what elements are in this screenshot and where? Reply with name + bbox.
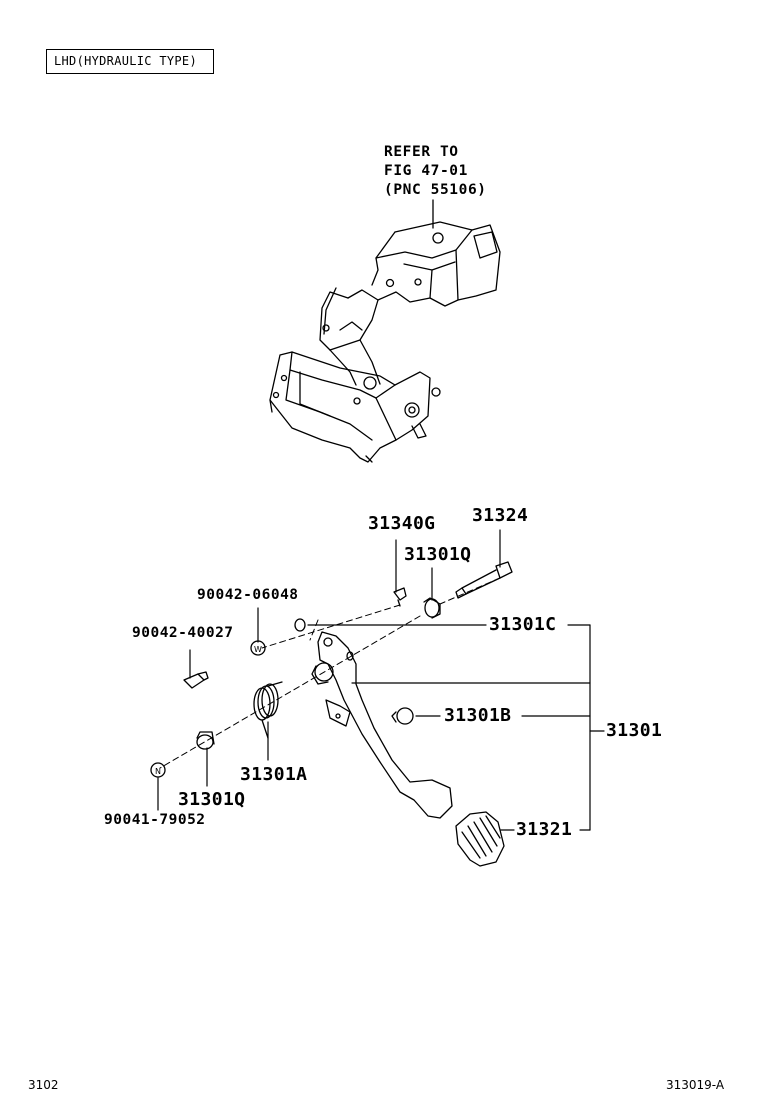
bolt-90042-40027-drawing	[183, 671, 209, 689]
nut-n-mark: N	[155, 767, 161, 776]
part-label-31301q-top: 31301Q	[404, 544, 472, 565]
nut-n-drawing	[150, 762, 166, 778]
pedal-pad-drawing	[455, 811, 505, 867]
part-label-31340g: 31340G	[368, 513, 436, 534]
leader-lines	[157, 529, 605, 831]
part-label-31301q-bottom: 31301Q	[178, 789, 246, 810]
part-label-31324: 31324	[472, 505, 529, 526]
assembly-axis-lines	[159, 577, 501, 769]
pedal-lever-drawing	[311, 631, 453, 819]
washer-w-drawing	[250, 640, 266, 656]
part-label-90042-40027: 90042-40027	[132, 625, 234, 641]
figure-code: 313019-A	[666, 1078, 725, 1092]
part-label-90042-06048: 90042-06048	[197, 587, 299, 603]
washer-31301c-drawing	[294, 618, 306, 632]
reference-note: REFER TO FIG 47-01 (PNC 55106)	[384, 143, 487, 200]
pedal-bracket-drawing	[269, 199, 501, 463]
reference-line-2: FIG 47-01	[384, 163, 468, 179]
part-label-31321: 31321	[516, 819, 573, 840]
part-label-31301: 31301	[606, 720, 663, 741]
washer-w-mark: W	[254, 645, 262, 654]
part-label-90041-79052: 90041-79052	[104, 812, 206, 828]
bushing-bottom-drawing	[196, 731, 215, 750]
part-label-31301c: 31301C	[489, 614, 557, 635]
reference-line-1: REFER TO	[384, 144, 459, 160]
return-spring-drawing	[253, 681, 283, 739]
variant-label-box: LHD(HYDRAULIC TYPE)	[46, 49, 214, 74]
clip-pin-drawing	[393, 587, 407, 607]
part-label-31301b: 31301B	[444, 705, 512, 726]
bolt-31324-drawing	[455, 561, 513, 599]
variant-label: LHD(HYDRAULIC TYPE)	[54, 54, 197, 68]
page-code: 3102	[28, 1078, 59, 1092]
reference-line-3: (PNC 55106)	[384, 182, 487, 198]
stopper-31301b-drawing	[391, 707, 414, 725]
part-label-31301a: 31301A	[240, 764, 308, 785]
bushing-top-drawing	[423, 597, 441, 619]
